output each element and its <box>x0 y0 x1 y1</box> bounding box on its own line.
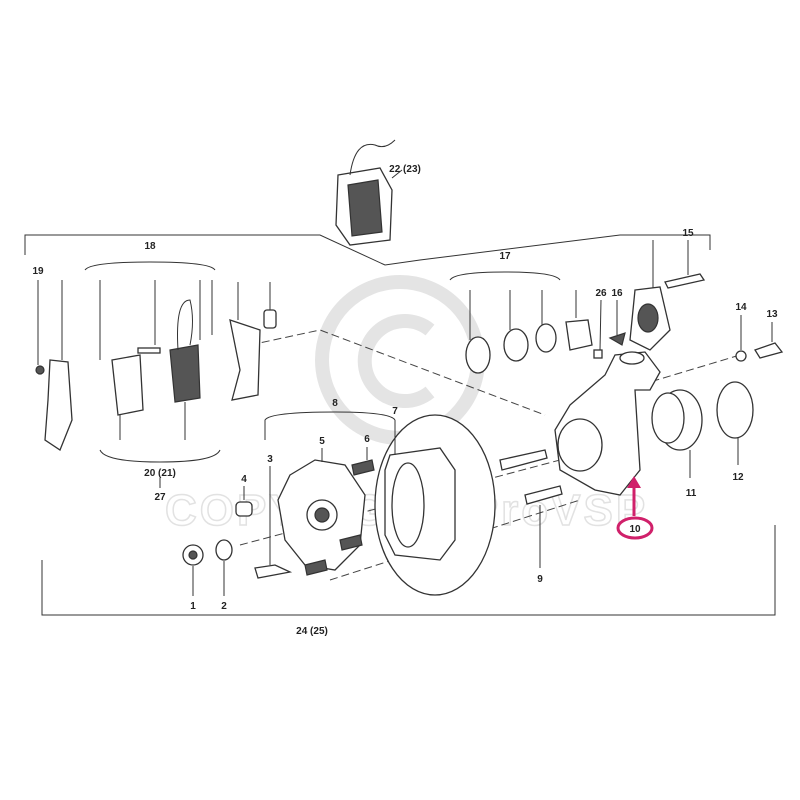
caliper-bracket-part <box>35 280 73 451</box>
label-2: 2 <box>221 601 227 612</box>
label-19: 19 <box>32 266 44 277</box>
label-3: 3 <box>267 454 273 465</box>
label-13: 13 <box>766 309 778 320</box>
bearing-part <box>651 315 784 478</box>
label-5: 5 <box>319 436 325 447</box>
label-18: 18 <box>144 241 156 252</box>
label-6: 6 <box>364 434 370 445</box>
clip-and-pin-part <box>229 282 277 401</box>
label-17: 17 <box>499 251 511 262</box>
label-27: 27 <box>154 492 166 503</box>
label-8: 8 <box>332 398 338 409</box>
label-1: 1 <box>190 601 196 612</box>
label-20: 20 (21) <box>144 468 176 479</box>
label-24: 24 (25) <box>296 626 328 637</box>
label-14: 14 <box>735 302 747 313</box>
label-9: 9 <box>537 574 543 585</box>
label-4: 4 <box>241 474 247 485</box>
fasteners-part <box>182 449 563 596</box>
steering-knuckle-part <box>554 351 661 496</box>
caliper-mount-part <box>593 240 706 359</box>
brake-caliper-part <box>335 139 403 246</box>
label-10: 10 <box>629 524 641 535</box>
assembly-brackets <box>24 234 776 616</box>
label-11: 11 <box>686 488 697 499</box>
label-26: 26 <box>595 288 607 299</box>
label-7: 7 <box>392 406 398 417</box>
brake-disc-part <box>374 414 496 596</box>
label-12: 12 <box>732 472 744 483</box>
seal-kit-part <box>465 290 593 374</box>
part-labels: 22 (23) 18 19 17 15 16 26 14 13 20 (21) … <box>32 164 778 637</box>
label-16: 16 <box>611 288 623 299</box>
label-22: 22 (23) <box>389 164 421 175</box>
highlight-callout <box>616 476 654 540</box>
brake-pads-part <box>99 280 213 440</box>
label-15: 15 <box>682 228 694 239</box>
wheel-hub-part <box>277 447 375 576</box>
